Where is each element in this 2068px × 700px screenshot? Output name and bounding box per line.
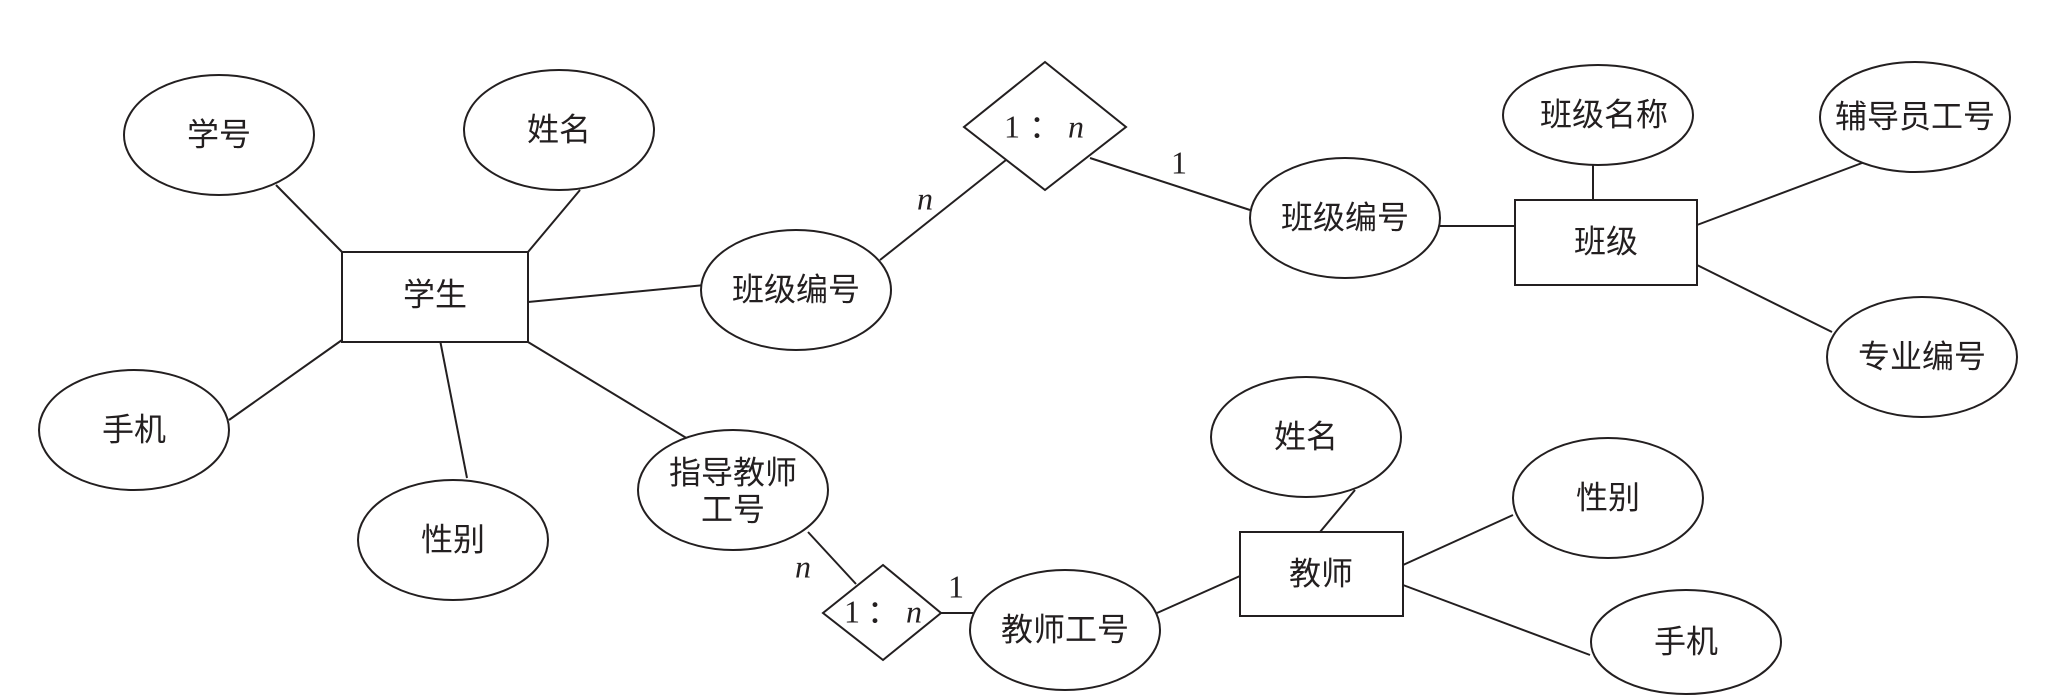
- attr-class-major-label: 专业编号: [1858, 338, 1986, 376]
- attr-class-major: 专业编号: [1826, 296, 2018, 418]
- line-student-classfk: [527, 284, 706, 303]
- class-entity-label: 班级: [1574, 223, 1638, 261]
- line-teacherid-teacher: [1156, 575, 1241, 614]
- line-rel-classid: [1089, 157, 1251, 211]
- attr-teacher-name-label: 姓名: [1274, 418, 1338, 456]
- attr-teacher-phone: 手机: [1590, 589, 1782, 695]
- attr-student-gender-label: 性别: [421, 521, 485, 559]
- rel-student-class: 1 ： n: [962, 60, 1128, 192]
- rel-student-teacher: 1 ： n: [821, 563, 943, 662]
- connectors: [228, 157, 1871, 656]
- attr-student-id-label: 学号: [187, 116, 251, 154]
- teacher-entity-label: 教师: [1289, 555, 1353, 593]
- line-teacher-gender: [1402, 514, 1514, 566]
- rel-teacher-colon: ：: [867, 593, 899, 629]
- attr-class-name: 班级名称: [1502, 64, 1694, 166]
- class-entity: 班级: [1514, 199, 1698, 286]
- attr-student-advisorfk: 指导教师 工号: [637, 429, 829, 551]
- attr-student-gender: 性别: [357, 479, 549, 601]
- attr-class-counselor-label: 辅导员工号: [1835, 98, 1995, 136]
- line-student-gender: [439, 339, 468, 479]
- line-class-counselor: [1696, 159, 1871, 226]
- line-teacher-phone: [1402, 584, 1591, 656]
- attr-class-counselor: 辅导员工号: [1819, 61, 2011, 173]
- attr-class-name-label: 班级名称: [1540, 96, 1668, 134]
- attr-student-name-label: 姓名: [527, 111, 591, 149]
- attr-class-id-label: 班级编号: [1281, 199, 1409, 237]
- line-student-phone: [228, 339, 343, 421]
- card-teacher-1: 1: [948, 568, 964, 604]
- attr-student-phone: 手机: [38, 369, 230, 491]
- line-student-id: [275, 184, 343, 253]
- student-entity-label: 学生: [403, 276, 467, 314]
- attr-advisorfk-label-line2: 工号: [701, 491, 765, 529]
- attr-class-id: 班级编号: [1249, 157, 1441, 279]
- line-student-name: [527, 189, 581, 253]
- rel-class-colon: ：: [1029, 108, 1061, 144]
- line-class-major: [1696, 264, 1833, 333]
- attr-teacher-gender-label: 性别: [1576, 479, 1640, 517]
- attr-student-id: 学号: [123, 74, 315, 196]
- attr-student-name: 姓名: [463, 69, 655, 191]
- attr-teacher-name: 姓名: [1210, 376, 1402, 498]
- rel-teacher-n: n: [906, 593, 922, 629]
- attr-teacher-id: 教师工号: [969, 569, 1161, 691]
- attr-teacher-id-label: 教师工号: [1001, 611, 1129, 649]
- teacher-entity: 教师: [1239, 531, 1404, 617]
- line-advisorfk-rel: [807, 531, 857, 585]
- attr-teacher-gender: 性别: [1512, 437, 1704, 559]
- attr-student-phone-label: 手机: [102, 411, 166, 449]
- rel-class-one: 1: [1004, 108, 1020, 144]
- rel-teacher-one: 1: [844, 593, 860, 629]
- rel-class-n: n: [1068, 108, 1084, 144]
- card-class-n: n: [917, 180, 933, 216]
- attr-teacher-phone-label: 手机: [1654, 623, 1718, 661]
- line-teacher-name: [1319, 489, 1356, 533]
- card-teacher-n: n: [795, 548, 811, 584]
- student-entity: 学生: [341, 251, 529, 343]
- attr-student-classfk: 班级编号: [700, 229, 892, 351]
- line-classfk-rel: [879, 159, 1007, 261]
- card-class-1: 1: [1171, 144, 1187, 180]
- attr-student-classfk-label: 班级编号: [732, 271, 860, 309]
- line-student-advisorfk: [527, 341, 689, 440]
- attr-advisorfk-label-line1: 指导教师: [669, 454, 797, 492]
